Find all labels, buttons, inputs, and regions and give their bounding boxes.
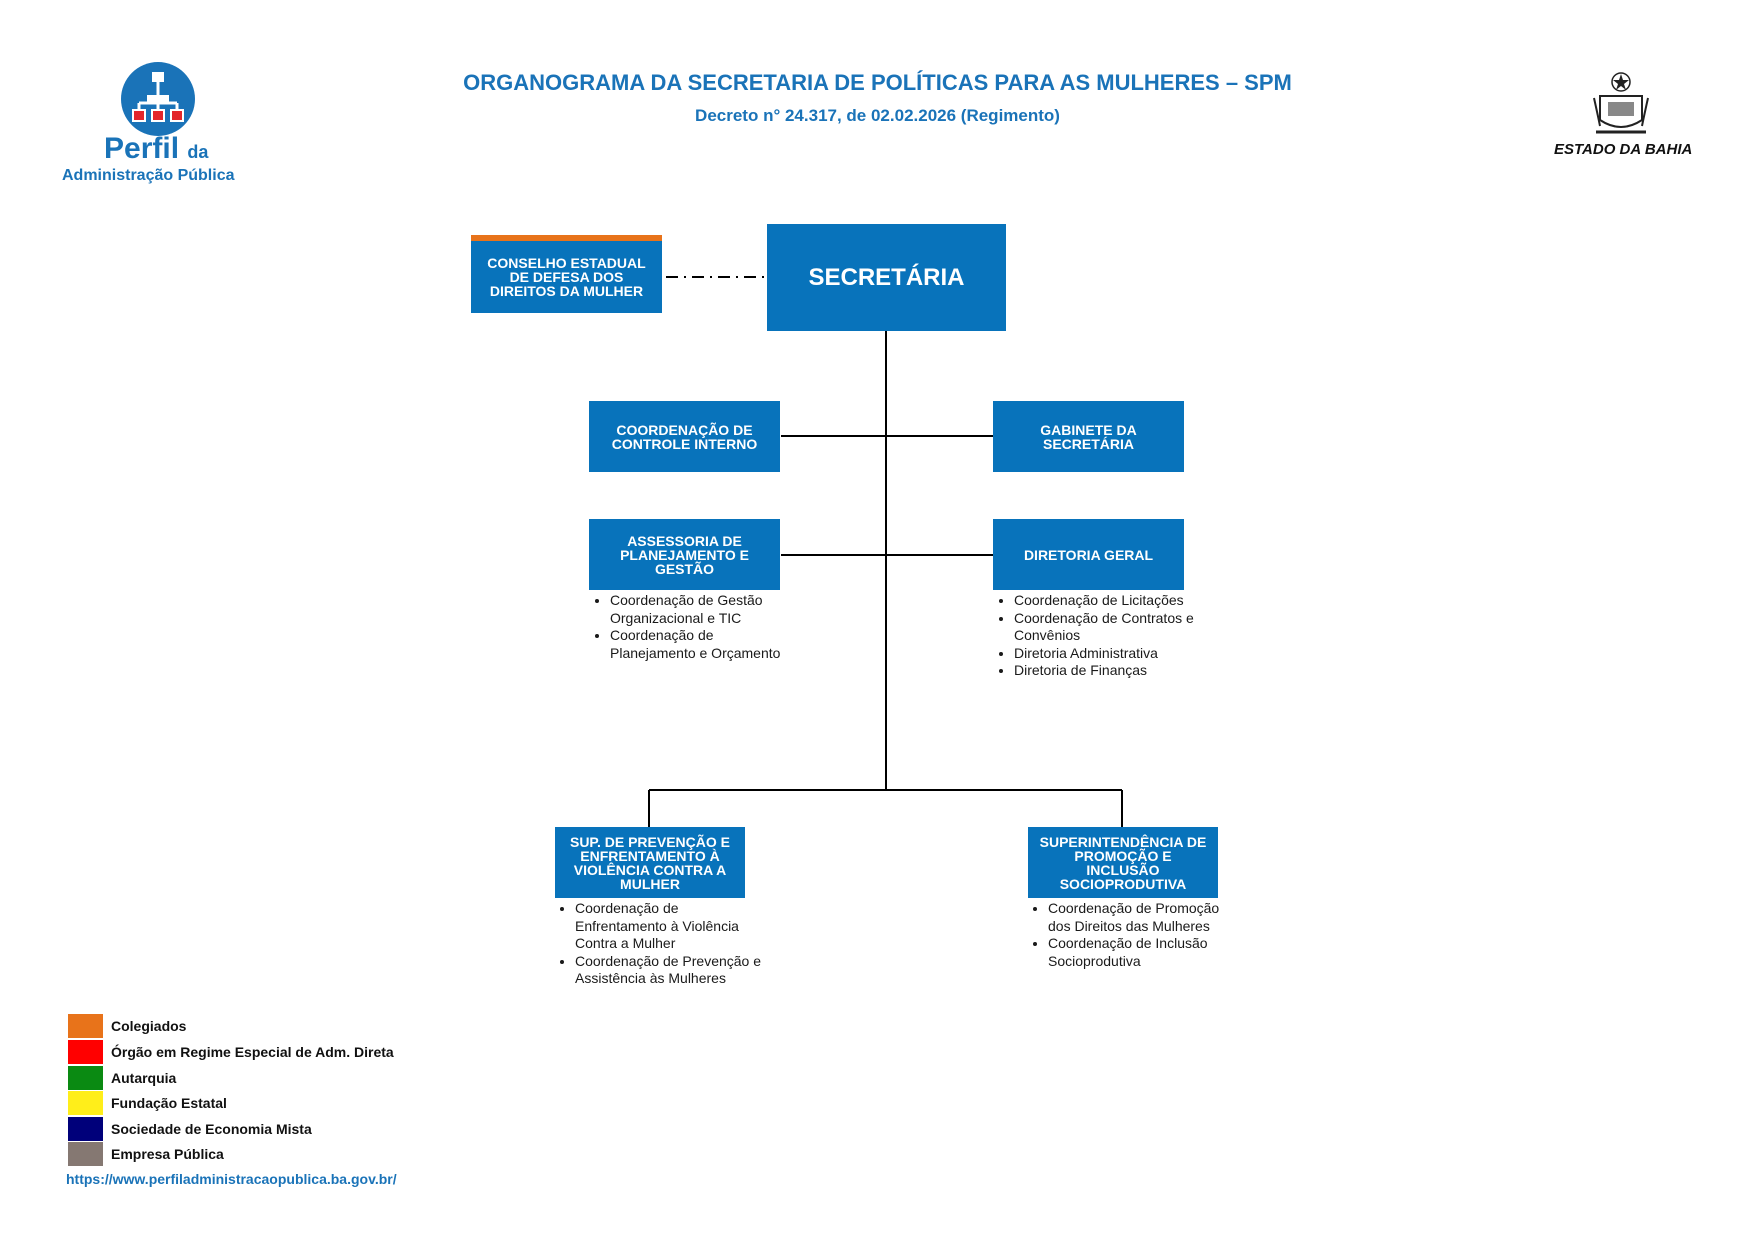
box-sup-promocao[interactable]: SUPERINTENDÊNCIA DE PROMOÇÃO E INCLUSÃO … [1028,827,1218,898]
bahia-label: ESTADO DA BAHIA [1554,141,1693,158]
box-gabinete[interactable]: GABINETE DA SECRETÁRIA [993,401,1184,472]
box-conselho[interactable]: CONSELHO ESTADUAL DE DEFESA DOS DIREITOS… [471,235,662,313]
legend-label: Autarquia [111,1070,177,1086]
list-item: Diretoria Administrativa [1014,645,1204,663]
box-controle-interno[interactable]: COORDENAÇÃO DE CONTROLE INTERNO [589,401,780,472]
list-sup-prevencao: Coordenação de Enfrentamento à Violência… [555,900,765,988]
legend-swatch [68,1117,103,1141]
box-sup-prevencao[interactable]: SUP. DE PREVENÇÃO E ENFRENTAMENTO À VIOL… [555,827,745,898]
logo-subtitle: Administração Pública [62,167,235,184]
list-item: Coordenação de Licitações [1014,592,1204,610]
list-item: Coordenação de Gestão Organizacional e T… [610,592,800,627]
legend-fundacao: Fundação Estatal [68,1091,227,1115]
list-sup-promocao: Coordenação de Promoção dos Direitos das… [1028,900,1238,970]
list-item: Coordenação de Contratos e Convênios [1014,610,1204,645]
legend-colegiados: Colegiados [68,1014,186,1038]
list-item: Diretoria de Finanças [1014,662,1204,680]
legend-economia-mista: Sociedade de Economia Mista [68,1117,312,1141]
legend-regime-especial: Órgão em Regime Especial de Adm. Direta [68,1040,394,1064]
list-item: Coordenação de Prevenção e Assistência à… [575,953,765,988]
list-item: Coordenação de Planejamento e Orçamento [610,627,800,662]
page-subtitle: Decreto n° 24.317, de 02.02.2026 (Regime… [695,106,1060,125]
legend-label: Colegiados [111,1018,187,1034]
legend-swatch [68,1066,103,1090]
box-assessoria[interactable]: ASSESSORIA DE PLANEJAMENTO E GESTÃO [589,519,780,590]
bahia-emblem [1590,68,1652,140]
org-chart-icon [121,62,195,136]
list-diretoria-geral: Coordenação de Licitações Coordenação de… [994,592,1204,680]
footer-url[interactable]: https://www.perfiladministracaopublica.b… [66,1171,397,1187]
perfil-logo [121,62,195,136]
page-title: ORGANOGRAMA DA SECRETARIA DE POLÍTICAS P… [463,70,1292,95]
list-item: Coordenação de Inclusão Socioprodutiva [1048,935,1238,970]
logo-title: Perfil da [104,132,209,165]
legend-swatch [68,1091,103,1115]
legend-label: Empresa Pública [111,1146,224,1162]
list-assessoria: Coordenação de Gestão Organizacional e T… [590,592,800,662]
logo-title-small: da [187,142,209,162]
legend-swatch [68,1142,103,1166]
list-item: Coordenação de Enfrentamento à Violência… [575,900,765,953]
legend-autarquia: Autarquia [68,1066,176,1090]
box-diretoria-geral[interactable]: DIRETORIA GERAL [993,519,1184,590]
list-item: Coordenação de Promoção dos Direitos das… [1048,900,1238,935]
legend-swatch [68,1014,103,1038]
legend-label: Sociedade de Economia Mista [111,1121,312,1137]
box-secretaria[interactable]: SECRETÁRIA [767,224,1006,331]
legend-label: Fundação Estatal [111,1095,227,1111]
legend-label: Órgão em Regime Especial de Adm. Direta [111,1044,394,1060]
bahia-coat-of-arms-icon [1593,72,1649,134]
legend-swatch [68,1040,103,1064]
legend-empresa-publica: Empresa Pública [68,1142,224,1166]
